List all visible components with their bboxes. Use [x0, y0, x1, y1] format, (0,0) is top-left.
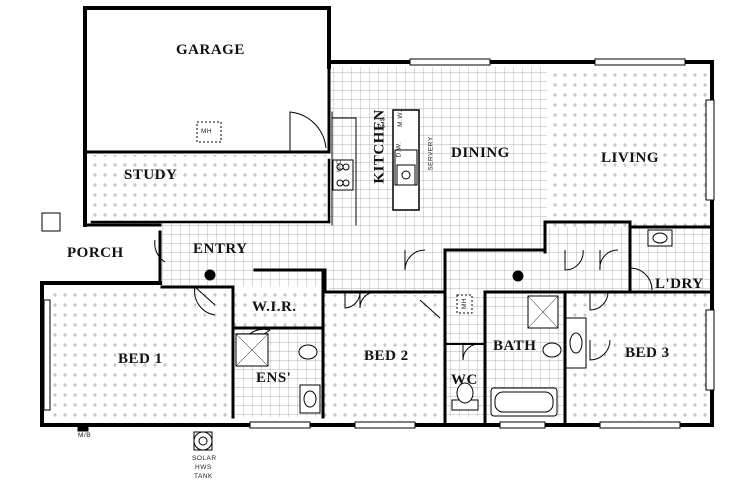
meter-box: [77, 424, 89, 432]
kitchen-dining-floor: [329, 67, 547, 250]
bed2-floor: [323, 295, 445, 417]
porch-label: PORCH: [67, 245, 124, 261]
hall-manhole-label: MH: [461, 297, 469, 310]
living-label: LIVING: [601, 150, 660, 166]
study-floor: [92, 155, 329, 222]
garage-manhole: [196, 121, 222, 143]
living-floor: [547, 67, 709, 227]
meter-box-label: M/B: [78, 432, 92, 439]
uc-label: U/C: [335, 159, 343, 172]
bed1-floor: [48, 290, 233, 417]
solar-label-3: TANK: [194, 473, 213, 480]
ensuite-label: ENS': [256, 370, 292, 386]
wir-label: W.I.R.: [252, 299, 297, 315]
bed3-floor: [565, 292, 710, 417]
dining-label: DINING: [451, 145, 510, 161]
dw-label: D.W.: [395, 141, 403, 158]
bed1-label: BED 1: [118, 351, 163, 367]
bed3-label: BED 3: [625, 345, 670, 361]
bath-label: BATH: [493, 338, 537, 354]
solar-label-1: SOLAR: [192, 455, 217, 462]
wir-floor: [233, 290, 323, 328]
wc-label: WC: [451, 372, 478, 388]
floor-finishes: [48, 67, 710, 417]
mw-label: M.W.: [396, 110, 404, 127]
entry-light: [204, 269, 216, 281]
doors: [154, 111, 653, 361]
garage-label: GARAGE: [176, 42, 245, 58]
hall-floor: [329, 250, 629, 292]
hall-light: [512, 270, 524, 282]
porch-floor: [42, 232, 160, 282]
ss-label: S.S.: [379, 114, 387, 129]
solar-label-2: HWS: [195, 464, 212, 471]
family-tile-floor: [547, 227, 630, 252]
hall-manhole: [456, 294, 473, 314]
study-label: STUDY: [124, 167, 178, 183]
bath-toilet: [542, 342, 562, 358]
laundry-label: L'DRY: [655, 276, 704, 292]
garage-manhole-label: MH: [201, 128, 213, 135]
entry-label: ENTRY: [193, 241, 248, 257]
servery-label: SERVERY: [427, 136, 435, 171]
fixtures: [41, 121, 673, 451]
porch-post: [41, 212, 61, 232]
entry-floor: [162, 222, 329, 287]
windows: [43, 58, 715, 429]
ensuite-toilet: [298, 344, 318, 360]
bed2-label: BED 2: [364, 348, 409, 364]
